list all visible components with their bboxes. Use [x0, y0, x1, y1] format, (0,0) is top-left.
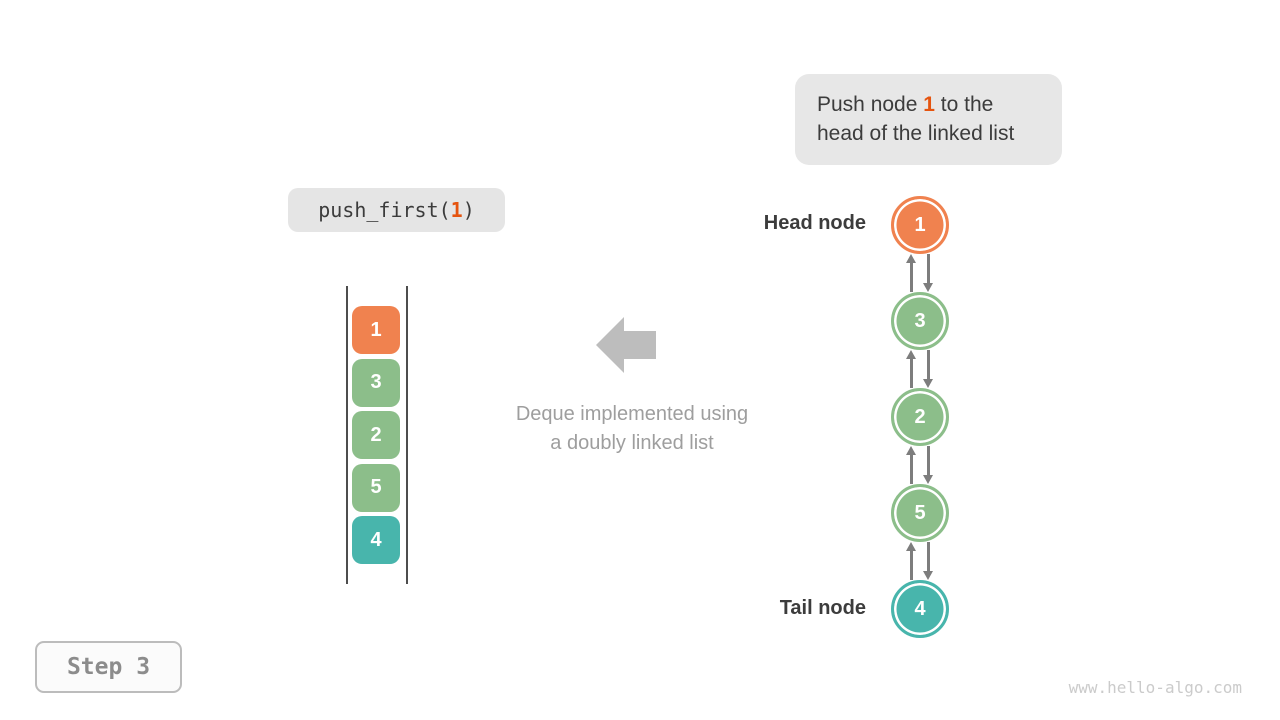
- stack-item-1: 1: [352, 306, 400, 354]
- code-text: push_first(: [318, 198, 451, 222]
- stack-item-2: 2: [352, 411, 400, 459]
- down-arrow-icon: [923, 571, 933, 580]
- down-arrow-line: [927, 542, 930, 572]
- step-label: Step 3: [66, 654, 151, 680]
- down-arrow-icon: [923, 379, 933, 388]
- stack-item-3: 3: [352, 358, 400, 407]
- up-arrow-line: [910, 262, 913, 292]
- annotation-text: Push node: [817, 93, 924, 116]
- caption-line-2: a doubly linked list: [550, 432, 714, 454]
- code-text-suffix: ): [462, 198, 475, 222]
- stack-item-5: 5: [352, 463, 400, 512]
- annotation-highlight: 1: [923, 93, 935, 116]
- up-arrow-line: [910, 454, 913, 484]
- down-arrow-line: [927, 350, 930, 380]
- up-arrow-icon: [906, 254, 916, 263]
- down-arrow-line: [927, 446, 930, 476]
- up-arrow-line: [910, 358, 913, 388]
- caption-line-1: Deque implemented using: [515, 403, 749, 425]
- down-arrow-line: [927, 254, 930, 284]
- list-node-2: 2: [891, 388, 949, 446]
- list-node-3: 3: [891, 292, 949, 350]
- down-arrow-icon: [923, 283, 933, 292]
- head-node-label: Head node: [763, 212, 866, 234]
- list-node-4: 4: [891, 580, 949, 638]
- list-node-1: 1: [891, 196, 949, 254]
- down-arrow-icon: [923, 475, 933, 484]
- diagram-caption: Deque implemented using a doubly linked …: [462, 400, 802, 458]
- stack-item-4: 4: [352, 516, 400, 564]
- code-highlight: 1: [450, 198, 463, 222]
- stack-left-wall: [346, 286, 348, 584]
- step-badge: Step 3: [35, 641, 182, 693]
- code-box: push_first(1): [288, 188, 505, 232]
- left-arrow-icon: [596, 317, 656, 373]
- up-arrow-line: [910, 550, 913, 580]
- annotation-box: Push node 1 to the head of the linked li…: [795, 74, 1062, 165]
- list-node-5: 5: [891, 484, 949, 542]
- annotation-text-suffix: to the head of the linked list: [817, 93, 1015, 145]
- up-arrow-icon: [906, 542, 916, 551]
- stack-right-wall: [406, 286, 408, 584]
- tail-node-label: Tail node: [779, 597, 866, 619]
- up-arrow-icon: [906, 350, 916, 359]
- watermark: www.hello-algo.com: [1068, 678, 1242, 697]
- up-arrow-icon: [906, 446, 916, 455]
